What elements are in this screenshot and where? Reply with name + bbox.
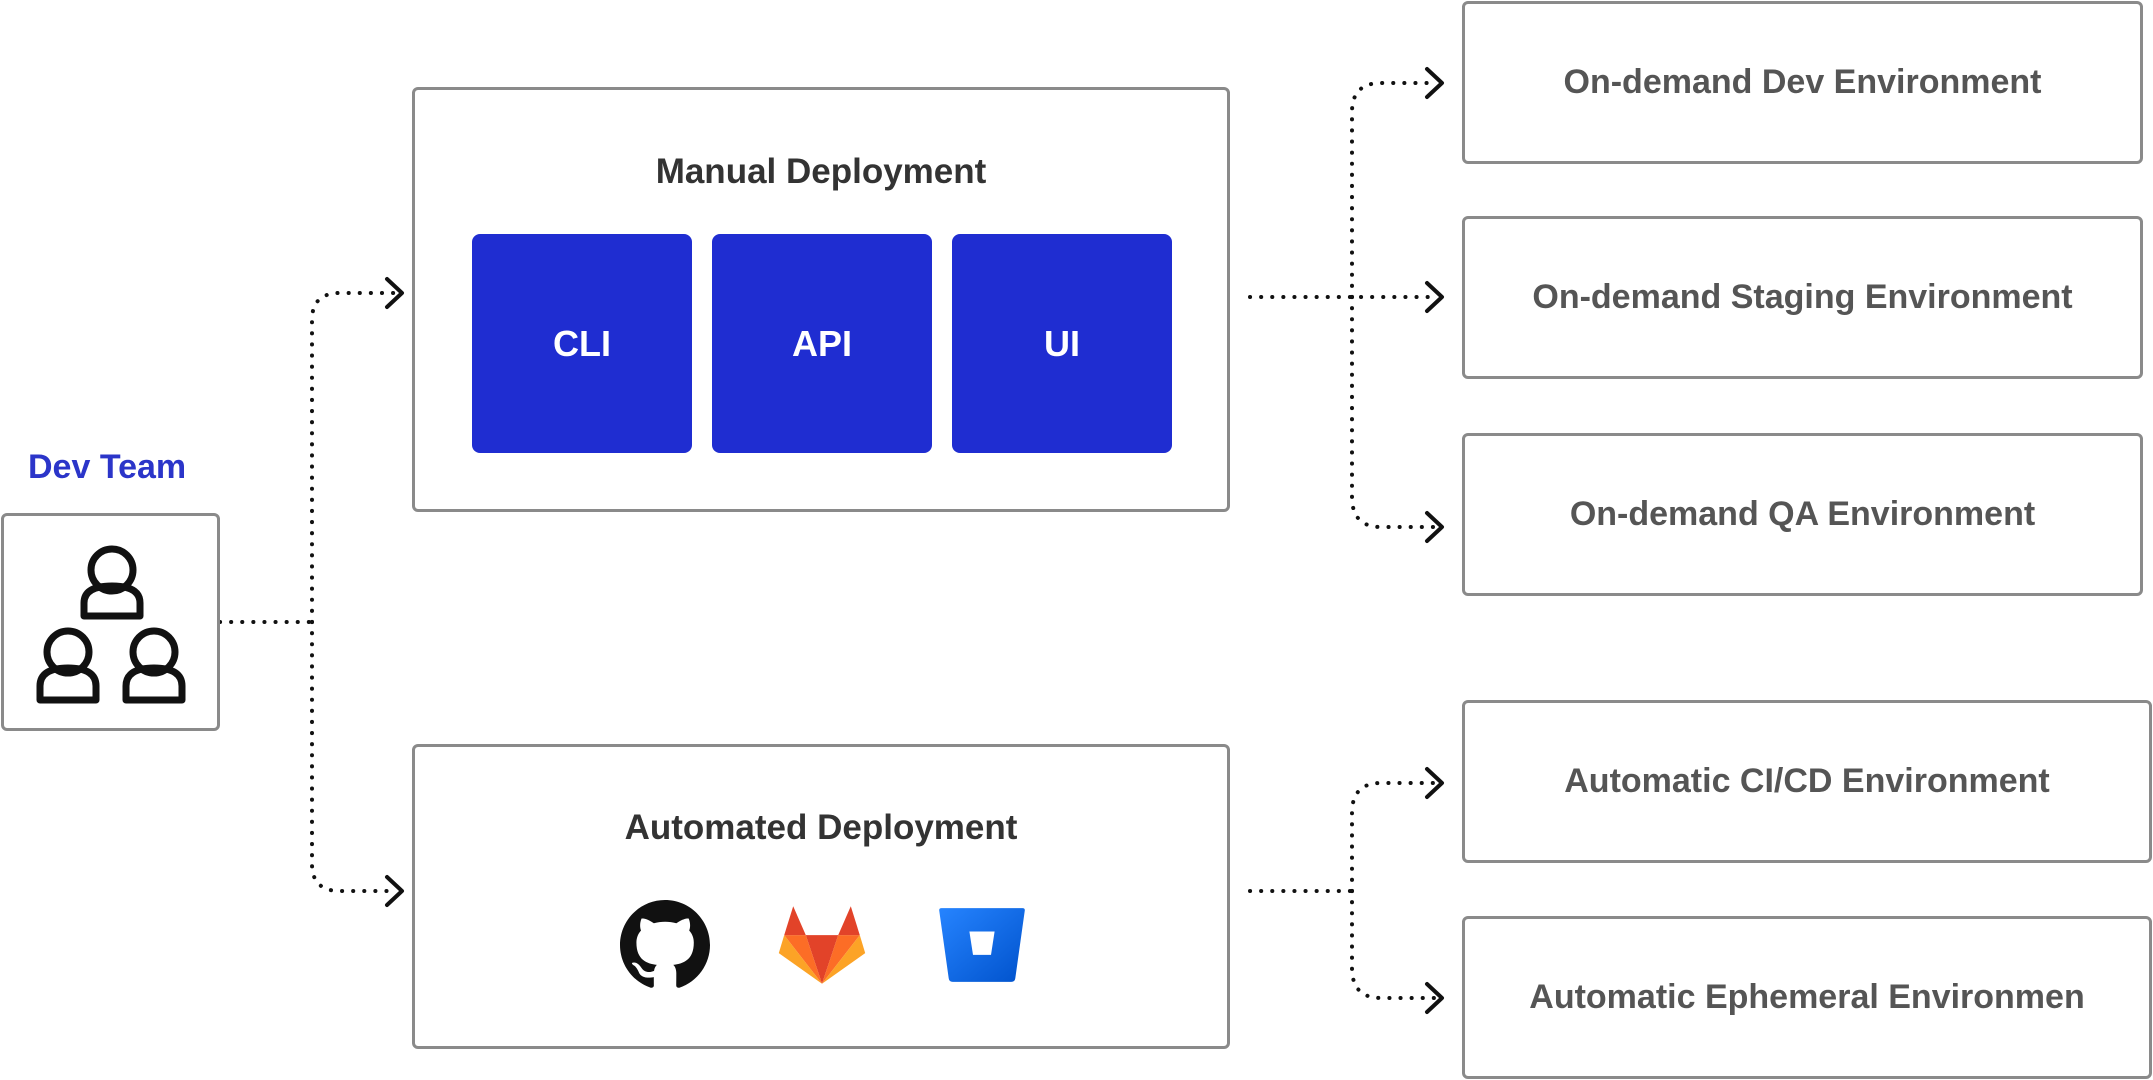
arrowhead-automated bbox=[385, 875, 404, 907]
arrowhead-env-cicd bbox=[1425, 767, 1444, 799]
github-icon bbox=[620, 900, 710, 988]
connector-to-automated bbox=[310, 620, 398, 893]
team-box bbox=[1, 513, 220, 731]
team-label: Dev Team bbox=[28, 448, 187, 486]
automated-deployment-panel: Automated Deployment bbox=[412, 744, 1230, 1049]
tile-ui: UI bbox=[952, 234, 1172, 453]
env-label-cicd: Automatic CI/CD Environment bbox=[1564, 762, 2050, 800]
env-label-staging: On-demand Staging Environment bbox=[1532, 278, 2073, 316]
connector-to-env-cicd bbox=[1350, 781, 1436, 893]
connector-to-env-ephemeral bbox=[1350, 889, 1436, 1000]
connector-to-env-dev bbox=[1350, 81, 1436, 299]
env-label-dev: On-demand Dev Environment bbox=[1563, 63, 2042, 101]
gitlab-icon bbox=[778, 906, 866, 984]
env-box-ephemeral: Automatic Ephemeral Environmen bbox=[1462, 916, 2152, 1079]
automated-deployment-title: Automated Deployment bbox=[624, 808, 1018, 847]
env-box-dev: On-demand Dev Environment bbox=[1462, 1, 2143, 164]
manual-deployment-panel: Manual Deployment CLI API UI bbox=[412, 87, 1230, 512]
connector-to-env-qa bbox=[1350, 295, 1436, 529]
manual-deployment-title: Manual Deployment bbox=[655, 152, 987, 191]
arrowhead-env-qa bbox=[1425, 511, 1444, 543]
tile-cli: CLI bbox=[472, 234, 692, 453]
arrowhead-env-staging bbox=[1425, 281, 1444, 313]
people-group-icon bbox=[36, 545, 186, 704]
env-box-cicd: Automatic CI/CD Environment bbox=[1462, 700, 2152, 863]
env-label-ephemeral: Automatic Ephemeral Environmen bbox=[1529, 978, 2085, 1016]
arrowhead-manual bbox=[385, 277, 404, 309]
arrowhead-env-ephemeral bbox=[1425, 982, 1444, 1014]
env-box-qa: On-demand QA Environment bbox=[1462, 433, 2143, 596]
bitbucket-icon bbox=[939, 908, 1025, 982]
arrowhead-env-dev bbox=[1425, 67, 1444, 99]
connector-to-manual bbox=[310, 291, 398, 624]
env-box-staging: On-demand Staging Environment bbox=[1462, 216, 2143, 379]
tile-api: API bbox=[712, 234, 932, 453]
env-label-qa: On-demand QA Environment bbox=[1569, 495, 2036, 533]
